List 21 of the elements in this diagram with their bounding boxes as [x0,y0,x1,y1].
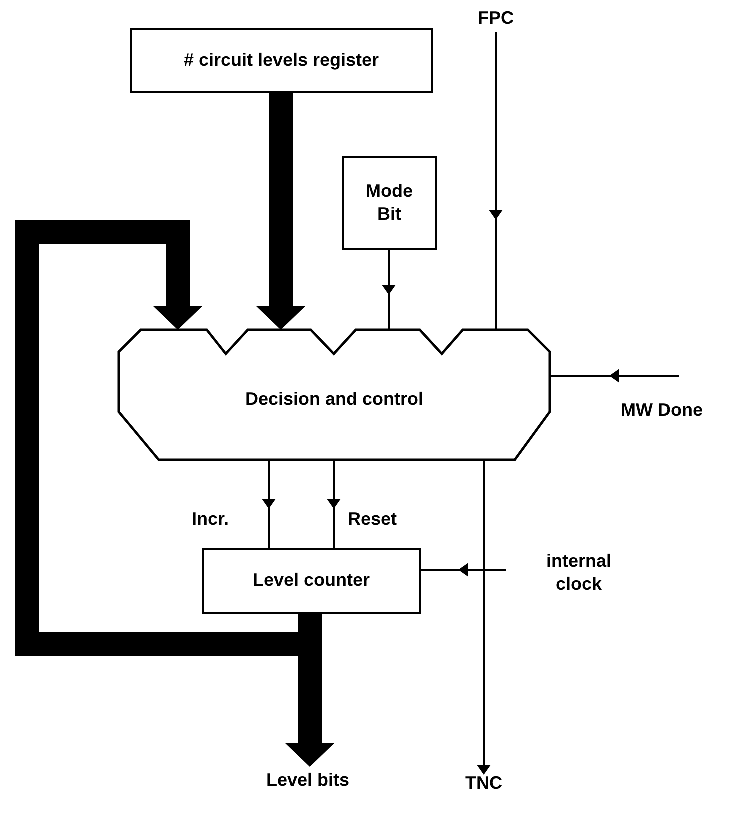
arrow [550,369,679,383]
arrow [477,460,491,775]
arrow [327,460,341,548]
arrow [421,563,506,577]
mode-bit-box [342,156,437,250]
node-text: Decision and control [245,388,424,412]
node-text: # circuit levels register [184,48,380,72]
register-box [130,28,433,93]
node-text: TNC [466,772,502,796]
arrow [489,32,503,330]
node-text: MW Done [621,399,703,422]
arrow [262,460,276,548]
node-text: FPC [478,7,514,30]
bus-arrow [256,93,306,330]
arrow [382,250,396,330]
node-text: internal clock [545,550,612,596]
node-text: Level counter [252,569,370,592]
level-counter-box [202,548,421,614]
node-text: Level bits [266,769,350,792]
decision-block [119,330,550,460]
node-text: Mode Bit [365,180,414,226]
